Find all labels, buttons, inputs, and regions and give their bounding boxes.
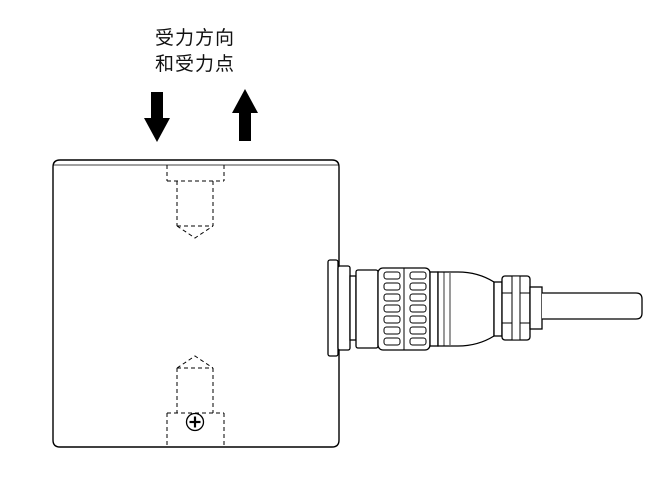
knurl-slot <box>383 315 401 324</box>
force-direction-label: 受力方向 <box>154 27 235 49</box>
cable <box>542 292 643 320</box>
knurl-slot <box>383 271 401 280</box>
knurl-slot <box>409 337 427 346</box>
knurl-slot <box>409 282 427 291</box>
knurled-coupling-nut <box>355 267 439 351</box>
arrow-down-icon <box>144 92 170 142</box>
knurl-slot <box>383 282 401 291</box>
knurl-slot <box>409 326 427 335</box>
knurl-slot <box>409 271 427 280</box>
knurl-slot <box>409 304 427 313</box>
screw-icon <box>185 412 205 432</box>
upper-threaded-hole <box>166 165 225 239</box>
knurl-slot <box>409 293 427 302</box>
lower-threaded-hole <box>166 355 225 447</box>
knurl-pattern <box>383 271 427 346</box>
knurl-slot <box>383 337 401 346</box>
connector-back-shell <box>437 271 495 347</box>
knurl-slot <box>383 326 401 335</box>
knurl-slot <box>383 304 401 313</box>
load-cell-body <box>52 159 340 448</box>
force-point-label: 和受力点 <box>154 53 235 75</box>
knurl-slot <box>409 315 427 324</box>
arrow-up-icon <box>232 89 258 141</box>
cable-gland-nut <box>493 275 543 341</box>
knurl-slot <box>383 293 401 302</box>
connector-flange <box>327 259 357 357</box>
